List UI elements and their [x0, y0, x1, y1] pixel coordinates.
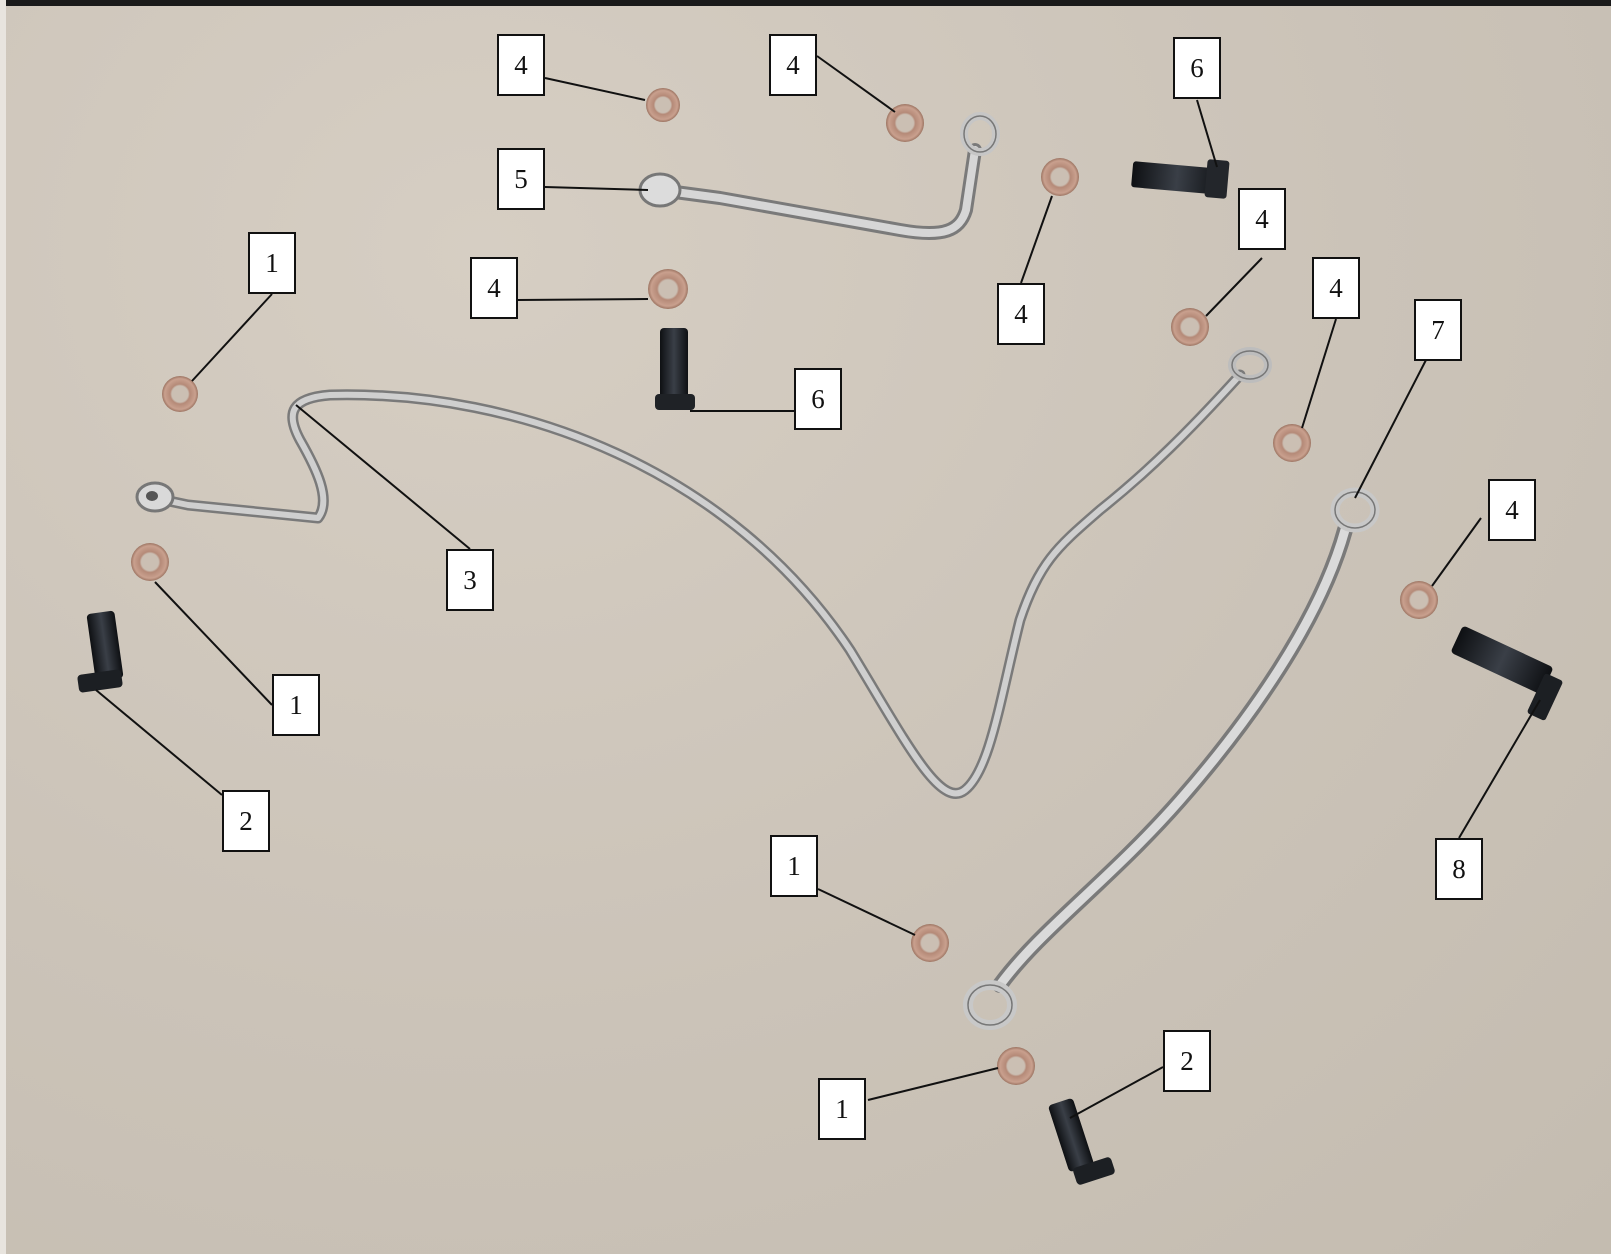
callout-7-straight-pipe: 7	[1414, 299, 1462, 361]
callout-8-long-bolt: 8	[1435, 838, 1483, 900]
callout-2-bolt-left: 2	[222, 790, 270, 852]
callout-5-short-pipe: 5	[497, 148, 545, 210]
callout-1-washer-left-lower: 1	[272, 674, 320, 736]
oil-pipe-short	[638, 112, 1000, 240]
callout-4-washer-right-b: 4	[1312, 257, 1360, 319]
oil-pipe-straight	[963, 487, 1380, 1030]
callout-4-washer-top-left: 4	[497, 34, 545, 96]
leader-lines	[95, 55, 1541, 1119]
callout-4-washer-upper-mid: 4	[997, 283, 1045, 345]
callout-1-washer-left-top: 1	[248, 232, 296, 294]
callout-6-bolt-top-right: 6	[1173, 37, 1221, 99]
banjo-bolt	[77, 159, 1230, 1185]
banjo-bolt-long	[1451, 626, 1563, 721]
callout-3-long-pipe: 3	[446, 549, 494, 611]
callout-1-washer-bottom: 1	[818, 1078, 866, 1140]
copper-washer	[131, 88, 1438, 1085]
oil-pipe-long	[135, 347, 1272, 799]
callout-1-washer-bottom-mid: 1	[770, 835, 818, 897]
callout-4-washer-right-a: 4	[1238, 188, 1286, 250]
callout-6-bolt-middle: 6	[794, 368, 842, 430]
callout-4-washer-top-mid: 4	[769, 34, 817, 96]
callout-4-washer-far-right: 4	[1488, 479, 1536, 541]
callout-4-washer-mid-left: 4	[470, 257, 518, 319]
callout-2-bolt-bottom: 2	[1163, 1030, 1211, 1092]
